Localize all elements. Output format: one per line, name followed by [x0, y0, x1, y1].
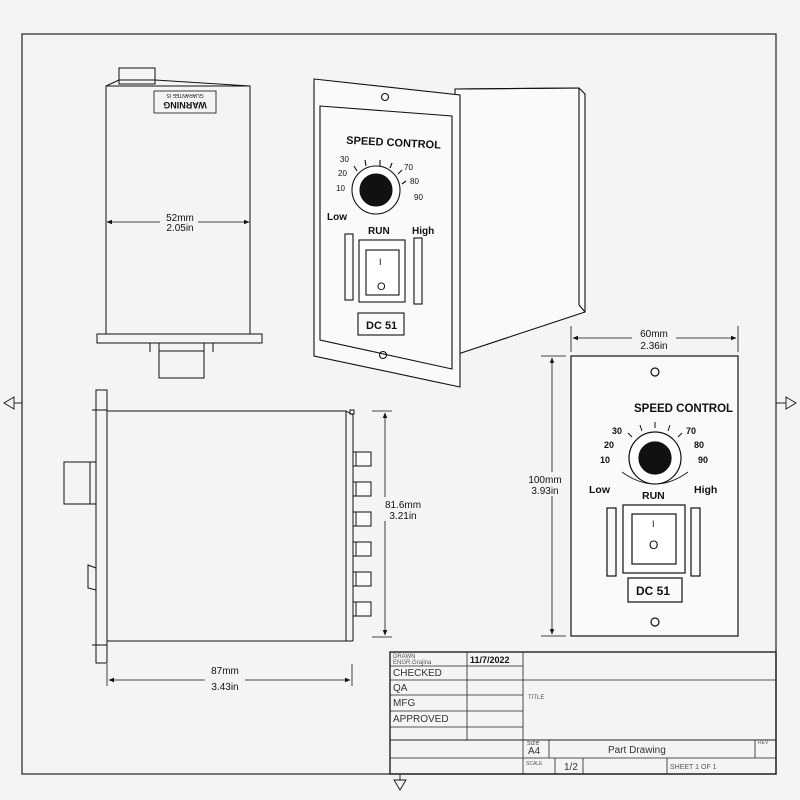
tb-rev-label: REV	[758, 740, 769, 746]
front-scale-80: 80	[694, 440, 704, 450]
center-marks	[3, 396, 797, 791]
side-view	[63, 389, 355, 664]
front-run-label: RUN	[642, 490, 665, 502]
tb-drawn: DRAWN	[393, 654, 415, 660]
front-scale-30: 30	[612, 426, 622, 436]
tb-engineer: ENGR.Grajina	[393, 660, 432, 666]
tb-scale-value: 1/2	[564, 762, 578, 773]
tb-size-value: A4	[528, 746, 541, 757]
iso-scale-30: 30	[340, 155, 349, 164]
side-terminals	[352, 451, 372, 617]
tb-title-label: TITLE	[528, 695, 544, 701]
dim-side-height	[372, 410, 392, 638]
guarantee-text: GUARANTEE IS	[166, 92, 204, 98]
title-block	[389, 651, 777, 775]
iso-low-label: Low	[327, 212, 347, 223]
tb-date: 11/7/2022	[470, 655, 510, 665]
iso-switch-off: O	[377, 281, 386, 293]
front-scale-20: 20	[604, 440, 614, 450]
front-dial-ticks	[627, 422, 683, 438]
tb-qa: QA	[393, 683, 408, 694]
front-heading: SPEED CONTROL	[634, 403, 733, 415]
front-low-label: Low	[589, 484, 611, 496]
front-scale-10: 10	[600, 455, 610, 465]
tb-sheet: SHEET 1 OF 1	[670, 764, 717, 771]
front-high-label: High	[694, 484, 717, 496]
dim-front-width-in: 2.36in	[640, 341, 667, 352]
dim-side-height-mm: 81.6mm	[385, 500, 421, 511]
front-switch-off: O	[649, 538, 658, 552]
tb-approved: APPROVED	[393, 714, 449, 725]
dim-front-height-in: 3.93in	[531, 486, 558, 497]
dim-side-length-mm: 87mm	[211, 666, 239, 677]
iso-scale-70: 70	[404, 163, 413, 172]
iso-run-label: RUN	[368, 226, 390, 237]
tb-size-label: size	[527, 740, 540, 747]
dim-front-height-mm: 100mm	[528, 475, 561, 486]
dim-side-length-in: 3.43in	[211, 682, 238, 693]
dim-top-width-mm: 52mm	[166, 213, 194, 224]
front-view	[570, 355, 739, 637]
warning-text: WARNING	[163, 100, 207, 110]
tb-scale-label: SCALE	[526, 761, 543, 767]
iso-scale-20: 20	[338, 169, 347, 178]
tb-drawing-title: Part Drawing	[608, 745, 666, 756]
iso-scale-90: 90	[414, 193, 423, 202]
iso-model: DC 51	[366, 320, 397, 332]
tb-checked: CHECKED	[393, 668, 442, 679]
dim-top-width-in: 2.05in	[166, 223, 193, 234]
front-scale-70: 70	[686, 426, 696, 436]
iso-high-label: High	[412, 226, 434, 237]
front-model: DC 51	[636, 584, 670, 598]
isometric-view	[313, 78, 586, 388]
front-switch-on: I	[652, 519, 655, 529]
iso-switch-on: I	[379, 257, 382, 267]
iso-scale-10: 10	[336, 184, 345, 193]
iso-heading: SPEED CONTROL	[346, 135, 442, 152]
dim-front-width-mm: 60mm	[640, 329, 668, 340]
iso-scale-80: 80	[410, 177, 419, 186]
dim-side-height-in: 3.21in	[389, 511, 416, 522]
tb-mfg: MFG	[393, 698, 415, 709]
warning-label: WARNING GUARANTEE IS	[153, 90, 217, 114]
front-scale-90: 90	[698, 455, 708, 465]
top-view	[96, 67, 263, 379]
